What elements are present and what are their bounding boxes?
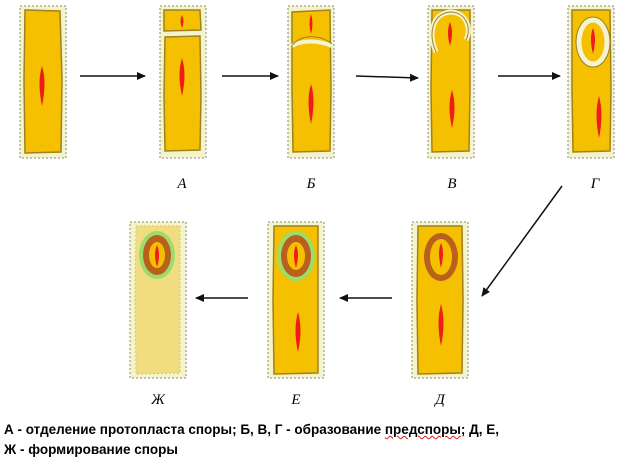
stage-label-d: Д [433,392,446,408]
stage-b-cell [288,6,334,158]
stage-d-cell [412,222,468,378]
stage-zh-cell [130,222,186,378]
arrow-b-to-v [356,76,418,78]
stage-g-cell [568,6,614,158]
stage-label-zh: Ж [150,392,166,408]
stage-label-g: Г [590,176,601,192]
figure-caption: А - отделение протопласта споры; Б, В, Г… [4,420,632,460]
stage-a-cell [160,6,206,158]
caption-line-2: Ж - формирование споры [4,440,632,460]
stage-e-cell [268,222,324,378]
stage-v-cell [428,6,474,158]
arrow-g-to-d [482,186,562,296]
caption-line-1-start: А - отделение протопласта споры; Б, В, Г… [4,422,385,437]
stage-label-v: В [447,176,456,192]
stage-label-b: Б [306,176,316,192]
stage-label-a: А [176,176,187,192]
caption-line-1: А - отделение протопласта споры; Б, В, Г… [4,420,632,440]
stage-label-e: Е [290,392,300,408]
sporulation-diagram: А Б В Г Ж Е Д [0,0,636,420]
stage-start-cell [20,6,66,158]
caption-underlined-word: предспоры [385,422,461,437]
caption-line-1-end: ; Д, Е, [461,422,499,437]
